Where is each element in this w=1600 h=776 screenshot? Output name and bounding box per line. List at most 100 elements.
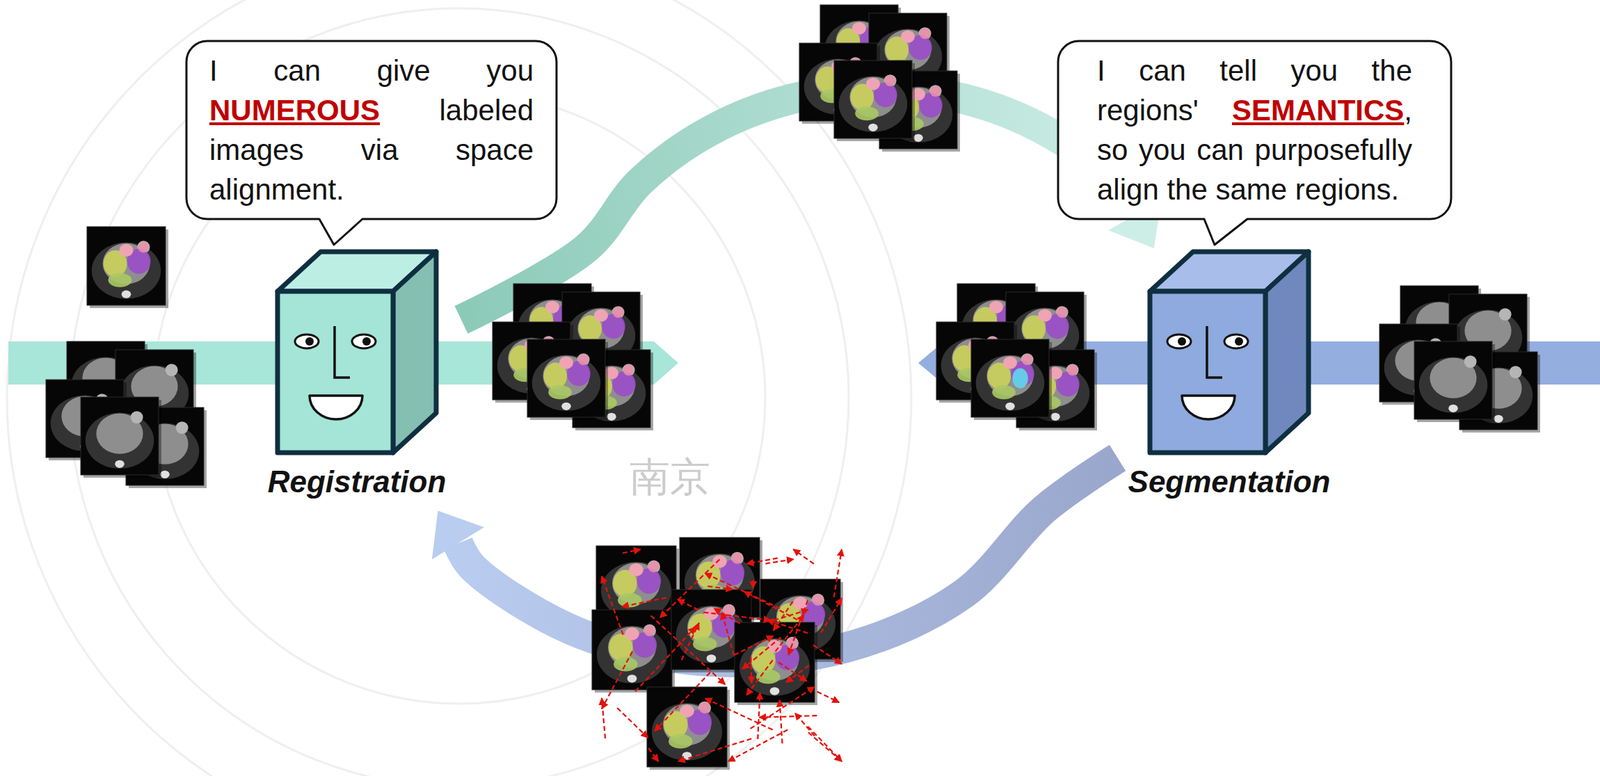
correspondence-arrow	[820, 598, 842, 634]
word: purposefully	[1254, 133, 1413, 167]
eye	[1167, 334, 1191, 349]
label-region	[866, 77, 880, 91]
label-region	[679, 704, 695, 718]
correspondence-arrow	[758, 715, 817, 718]
slice-background	[592, 610, 672, 691]
nose	[1206, 326, 1223, 378]
cube-side	[1265, 251, 1309, 453]
correspondence-arrow	[807, 726, 842, 762]
word: the	[1166, 173, 1216, 206]
spine-section	[561, 402, 571, 411]
eye	[352, 334, 376, 349]
slice-background	[86, 226, 166, 306]
correspondence-arrow	[779, 700, 783, 745]
aorta-section	[130, 411, 144, 424]
body-section	[976, 354, 1045, 412]
correspondence-arrow	[678, 738, 752, 762]
cube-front	[1149, 291, 1266, 453]
word: give	[377, 54, 487, 87]
pupil	[1177, 337, 1187, 346]
correspondence-arrow	[750, 657, 752, 684]
word: the	[1371, 54, 1413, 87]
correspondence-arrow	[774, 610, 810, 621]
label-region	[989, 301, 1004, 314]
correspondence-arrow	[757, 692, 760, 740]
label-region	[767, 640, 782, 653]
body-section	[91, 242, 161, 300]
correspondence-arrow	[677, 599, 699, 611]
label-region	[1056, 306, 1068, 318]
label-region	[578, 354, 590, 366]
cube-face	[294, 326, 376, 420]
correspondence-arrow	[786, 665, 810, 683]
body-section	[532, 354, 602, 412]
correspondence-arrow	[651, 615, 726, 685]
speech-bubble: I can give you NUMEROUS labeled images v…	[186, 41, 557, 220]
word: you	[1138, 133, 1197, 167]
module-label: Registration	[267, 464, 447, 501]
correspondence-arrow	[705, 698, 773, 730]
aorta-section	[165, 363, 179, 377]
spine-section	[627, 674, 638, 684]
eye	[1224, 334, 1248, 349]
correspondence-arrow	[703, 612, 771, 621]
correspondence-arrow	[601, 651, 633, 710]
correspondence-arrows	[601, 549, 842, 762]
word: can	[1138, 54, 1220, 87]
word-rest	[379, 93, 440, 127]
correspondence-arrow	[681, 623, 700, 661]
slice-stack	[492, 283, 654, 431]
spine-section	[1050, 413, 1060, 421]
correspondence-arrow	[778, 662, 807, 682]
correspondence-arrow	[750, 687, 815, 730]
correspondence-arrow	[795, 713, 815, 736]
spine-section	[121, 290, 132, 299]
correspondence-arrow	[728, 729, 789, 762]
word: I	[1097, 54, 1139, 87]
arrowhead	[432, 511, 485, 560]
cube-body	[1149, 251, 1309, 453]
ct-slice	[834, 60, 915, 142]
spine-section	[1005, 402, 1015, 411]
correspondence-arrow	[775, 615, 805, 652]
correspondence-arrow	[817, 692, 840, 703]
label-region	[545, 301, 560, 314]
cube-figure	[1146, 248, 1312, 457]
eye	[294, 334, 319, 349]
body-section	[85, 412, 155, 469]
label-region	[712, 555, 727, 568]
watermark-text: 南京	[629, 450, 711, 506]
nose	[334, 326, 350, 378]
slice-background	[1414, 341, 1493, 420]
correspondence-arrow	[601, 698, 606, 739]
emphasis-word: NUMEROUS	[209, 93, 380, 127]
spine-section	[770, 687, 780, 696]
word-rest: ,	[1403, 93, 1413, 127]
label-region	[612, 306, 624, 318]
body-section	[596, 626, 668, 684]
spine-section	[1448, 404, 1458, 413]
label-region	[668, 734, 693, 750]
ct-slice	[86, 226, 169, 309]
ct-slice	[1414, 341, 1495, 423]
aorta-section	[176, 421, 189, 435]
spine-section	[706, 654, 717, 663]
slice-background	[80, 397, 159, 476]
cube-character: Registration	[252, 248, 462, 512]
word: tell	[1219, 54, 1291, 87]
correspondence-arrow	[622, 549, 641, 554]
emphasis-word: SEMANTICS	[1232, 93, 1404, 127]
pupil	[1234, 337, 1244, 346]
correspondence-arrow	[648, 748, 659, 762]
label-region	[623, 364, 635, 376]
spine-section	[682, 752, 693, 761]
slice-stack	[1379, 285, 1541, 433]
slice-single	[86, 226, 169, 309]
smile	[1181, 395, 1235, 420]
label-region	[930, 85, 942, 97]
aorta-section	[1509, 365, 1523, 379]
correspondence-arrow	[660, 559, 720, 618]
bubble-text: I can tell you the regions' SEMANTICS, s…	[1097, 50, 1413, 210]
aorta-section	[1464, 355, 1477, 368]
correspondence-arrow	[733, 635, 774, 656]
